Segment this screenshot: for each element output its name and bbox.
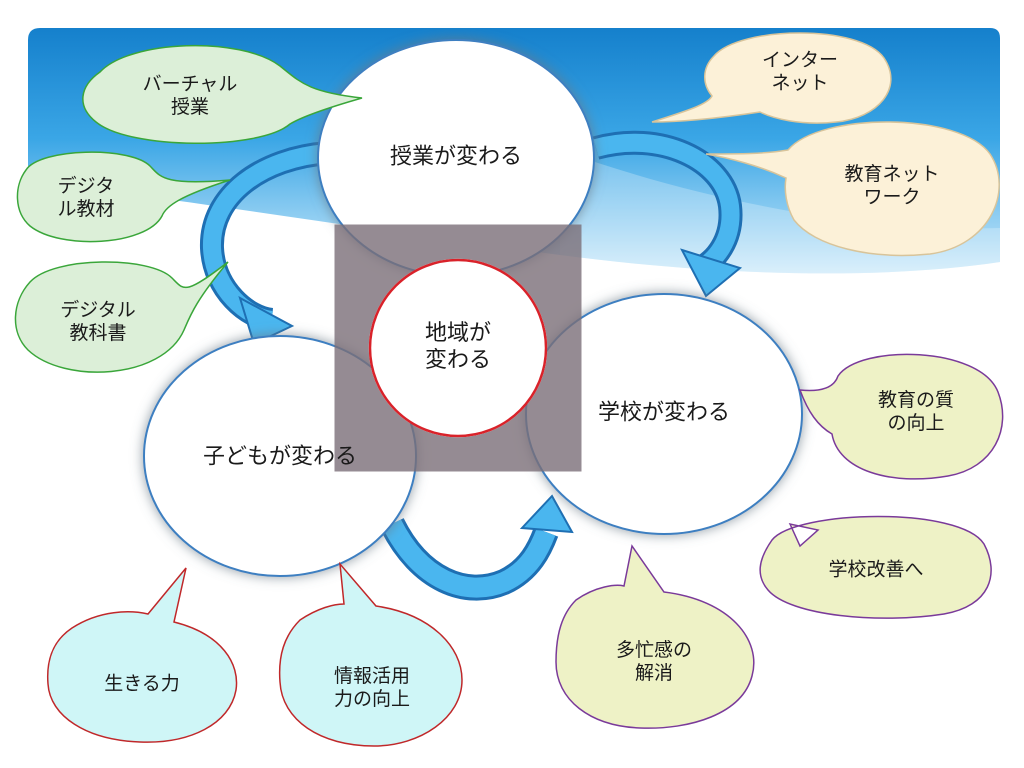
- school-improvement-bubble: [759, 515, 992, 619]
- education-network-bubble: [705, 121, 1000, 257]
- digital-textbooks-bubble: [14, 261, 229, 373]
- school-improvement-label: 学校改善へ: [828, 558, 924, 581]
- digital-materials-bubble: [16, 151, 231, 243]
- internet-bubble: [651, 32, 892, 124]
- internet-label: インター ネット: [761, 48, 839, 94]
- center-label: 地域が 変わる: [424, 321, 492, 373]
- children-circle: [143, 335, 417, 577]
- arrow-lessons-to-school: [592, 130, 743, 298]
- lessons-label: 授業が変わる: [389, 144, 523, 170]
- virtual-lessons-bubble: [82, 44, 363, 144]
- school-label: 学校が変わる: [597, 400, 731, 426]
- school-circle: [525, 293, 803, 535]
- reduce-busyness-bubble: [555, 544, 755, 729]
- digital-textbooks-label: デジタル 教科書: [60, 298, 136, 344]
- education-quality-label: 教育の質 の向上: [877, 388, 955, 434]
- arrow-children-to-school: [380, 494, 574, 601]
- children-label: 子どもが変わる: [202, 444, 358, 470]
- center-circle: [368, 258, 548, 438]
- zest-for-living-label: 生きる力: [104, 672, 180, 695]
- arrow-lessons-to-children: [200, 141, 330, 346]
- reduce-busyness-label: 多忙感の 解消: [615, 638, 693, 684]
- info-literacy-bubble: [278, 561, 463, 747]
- education-quality-bubble: [798, 353, 1004, 480]
- education-network-label: 教育ネット ワーク: [844, 162, 940, 208]
- zest-for-living-bubble: [46, 567, 238, 743]
- info-literacy-label: 情報活用 力の向上: [333, 664, 411, 710]
- digital-materials-label: デジタ ル教材: [57, 174, 115, 220]
- virtual-lessons-label: バーチャル 授業: [142, 72, 238, 118]
